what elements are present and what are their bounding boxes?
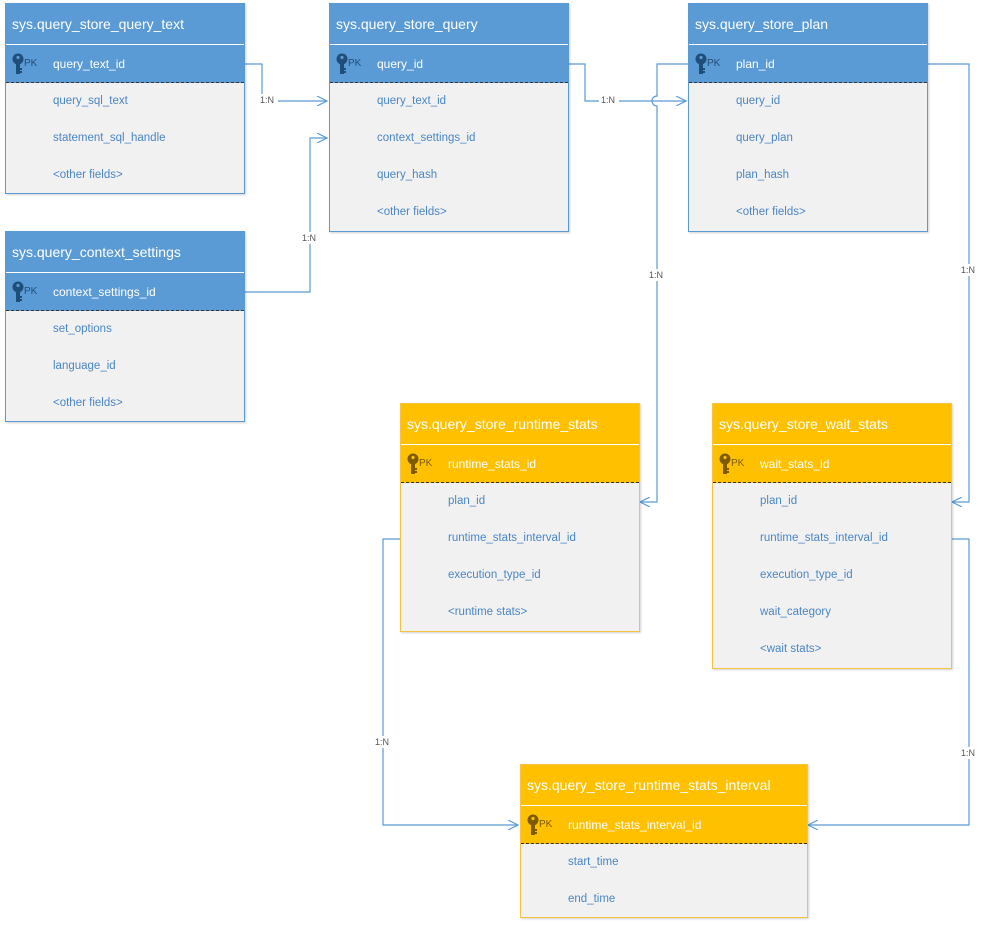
pk-label: PK (419, 458, 433, 469)
entity-query-store-query: sys.query_store_query PK query_id query_… (329, 3, 569, 232)
entity-query-store-runtime-stats-interval: sys.query_store_runtime_stats_interval P… (520, 764, 808, 918)
entity-query-context-settings: sys.query_context_settings PK context_se… (5, 231, 245, 422)
rel-plan-to-runtime-stats: 1:N (640, 63, 688, 502)
field: plan_id (448, 495, 486, 507)
entity-title: sys.query_context_settings (6, 232, 244, 273)
pk-row: PK query_id (330, 45, 568, 83)
rel-label: 1:N (961, 748, 975, 758)
pk-field: runtime_stats_id (448, 457, 537, 471)
field: query_hash (377, 169, 438, 181)
field: <runtime stats> (448, 606, 528, 618)
rel-label: 1:N (302, 233, 316, 243)
entity-title: sys.query_store_plan (689, 4, 927, 45)
pk-label: PK (348, 58, 362, 69)
field: runtime_stats_interval_id (760, 532, 888, 544)
pk-row: PK context_settings_id (6, 273, 244, 311)
pk-field: context_settings_id (53, 285, 156, 299)
entity-title: sys.query_store_runtime_stats_interval (521, 765, 807, 806)
entity-query-store-query-text: sys.query_store_query_text PK query_text… (5, 3, 245, 194)
pk-field: runtime_stats_interval_id (568, 818, 702, 832)
key-icon (407, 453, 419, 474)
field: query_id (736, 95, 781, 107)
field: query_plan (736, 132, 793, 144)
field: <other fields> (53, 169, 123, 181)
key-icon (695, 53, 707, 74)
field: language_id (53, 360, 116, 372)
rel-label: 1:N (649, 270, 663, 280)
field: <other fields> (736, 206, 806, 218)
rel-label: 1:N (961, 265, 975, 275)
field: query_sql_text (53, 95, 128, 107)
key-icon (12, 53, 24, 74)
field: end_time (568, 893, 616, 905)
entity-title: sys.query_store_wait_stats (713, 404, 951, 445)
rel-label: 1:N (260, 95, 274, 105)
pk-row: PK runtime_stats_id (401, 445, 639, 483)
rel-context-settings-to-query: 1:N (245, 138, 327, 293)
field: <other fields> (53, 397, 123, 409)
rel-label: 1:N (375, 737, 389, 747)
pk-row: PK runtime_stats_interval_id (521, 806, 807, 844)
field: runtime_stats_interval_id (448, 532, 576, 544)
pk-field: query_text_id (53, 57, 126, 71)
rel-query-to-plan: 1:N (569, 63, 686, 106)
pk-row: PK plan_id (689, 45, 927, 83)
pk-label: PK (707, 58, 721, 69)
key-icon (527, 814, 539, 835)
entity-title: sys.query_store_query_text (6, 4, 244, 45)
pk-field: plan_id (736, 57, 775, 71)
field: plan_id (760, 495, 798, 507)
pk-row: PK wait_stats_id (713, 445, 951, 483)
field: execution_type_id (760, 569, 853, 581)
entity-query-store-wait-stats: sys.query_store_wait_stats PK wait_stats… (712, 403, 952, 669)
pk-label: PK (539, 819, 553, 830)
entity-query-store-plan: sys.query_store_plan PK plan_id query_id… (688, 3, 928, 232)
field: context_settings_id (377, 132, 476, 144)
key-icon (12, 281, 24, 302)
rel-runtime-stats-to-interval: 1:N (373, 538, 518, 825)
pk-label: PK (731, 458, 745, 469)
rel-label: 1:N (601, 95, 615, 105)
rel-query-text-to-query: 1:N (245, 63, 327, 106)
field: start_time (568, 856, 619, 868)
entity-title: sys.query_store_runtime_stats (401, 404, 639, 445)
pk-label: PK (24, 286, 38, 297)
field: <other fields> (377, 206, 447, 218)
field: wait_category (760, 606, 831, 618)
rel-wait-stats-to-interval: 1:N (808, 538, 979, 825)
key-icon (336, 53, 348, 74)
entity-title: sys.query_store_query (330, 4, 568, 45)
pk-field: query_id (377, 57, 424, 71)
pk-row: PK query_text_id (6, 45, 244, 83)
key-icon (719, 453, 731, 474)
field: execution_type_id (448, 569, 541, 581)
rel-plan-to-wait-stats: 1:N (928, 63, 979, 502)
field: statement_sql_handle (53, 132, 166, 144)
field: <wait stats> (760, 643, 822, 655)
pk-label: PK (24, 58, 38, 69)
pk-field: wait_stats_id (760, 457, 830, 471)
field: set_options (53, 323, 112, 335)
field: plan_hash (736, 169, 790, 181)
entity-query-store-runtime-stats: sys.query_store_runtime_stats PK runtime… (400, 403, 640, 632)
field: query_text_id (377, 95, 447, 107)
